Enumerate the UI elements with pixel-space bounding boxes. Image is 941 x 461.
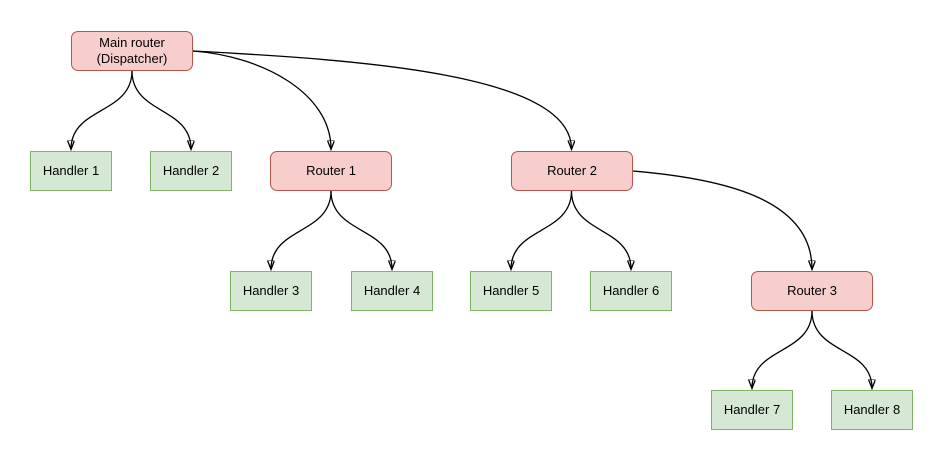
- node-handler-2: Handler 2: [150, 151, 232, 191]
- edge-router-1-to-handler-3: [271, 190, 332, 269]
- edge-main-to-handler-1: [71, 70, 133, 149]
- node-label: Handler 7: [723, 401, 781, 417]
- node-handler-7: Handler 7: [711, 390, 793, 430]
- node-label: Handler 2: [162, 162, 220, 178]
- edge-router-2-to-handler-5: [511, 190, 573, 269]
- edge-router-1-to-handler-4: [330, 190, 392, 269]
- edge-router-3-to-handler-8: [811, 310, 872, 388]
- node-label: Handler 1: [42, 162, 100, 178]
- edge-router-3-to-handler-7: [752, 310, 813, 388]
- node-router-1: Router 1: [270, 151, 392, 191]
- node-label: Handler 5: [482, 282, 540, 298]
- node-label: Router 3: [787, 282, 837, 298]
- node-label: Router 2: [547, 162, 597, 178]
- node-router-3: Router 3: [751, 271, 873, 311]
- edge-main-to-handler-2: [131, 70, 191, 149]
- node-handler-1: Handler 1: [30, 151, 112, 191]
- node-handler-5: Handler 5: [470, 271, 552, 311]
- node-handler-6: Handler 6: [590, 271, 672, 311]
- node-label: Main router (Dispatcher): [96, 34, 168, 66]
- node-router-2: Router 2: [511, 151, 633, 191]
- node-handler-4: Handler 4: [351, 271, 433, 311]
- node-label: Router 1: [306, 162, 356, 178]
- edge-router-2-to-router-3: [632, 170, 812, 269]
- edge-router-2-to-handler-6: [570, 190, 632, 269]
- node-label: Handler 6: [602, 282, 660, 298]
- edge-main-to-router-2: [192, 50, 572, 149]
- edge-main-to-router-1: [192, 50, 331, 149]
- node-main-router-dispatcher: Main router (Dispatcher): [71, 31, 193, 71]
- node-handler-8: Handler 8: [831, 390, 913, 430]
- node-label: Handler 4: [363, 282, 421, 298]
- node-handler-3: Handler 3: [230, 271, 312, 311]
- node-label: Handler 8: [843, 401, 901, 417]
- node-label: Handler 3: [242, 282, 300, 298]
